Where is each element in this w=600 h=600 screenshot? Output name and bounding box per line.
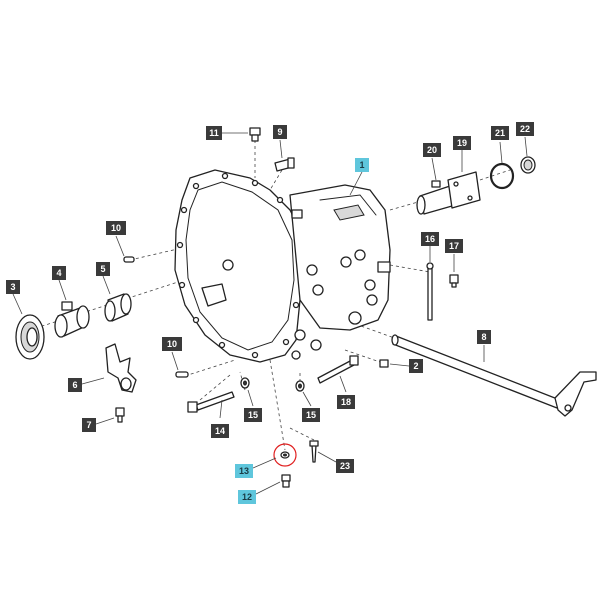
part-4-release-bearing — [54, 301, 90, 338]
svg-text:13: 13 — [239, 466, 249, 476]
callout-21: 21 — [491, 126, 509, 140]
svg-text:2: 2 — [413, 361, 418, 371]
callout-16: 16 — [421, 232, 439, 246]
part-15-washer-right — [295, 380, 305, 392]
svg-text:10: 10 — [167, 339, 177, 349]
part-19-cover — [416, 171, 481, 215]
svg-text:22: 22 — [520, 124, 530, 134]
callout-20: 20 — [423, 143, 441, 157]
part-5-sleeve — [104, 293, 132, 322]
part-13-o-ring — [273, 443, 297, 467]
svg-text:18: 18 — [341, 397, 351, 407]
svg-text:15: 15 — [248, 410, 258, 420]
svg-text:7: 7 — [86, 420, 91, 430]
part-14-bolt — [187, 391, 235, 413]
part-10-dowel-lower — [175, 371, 189, 378]
part-18-bolt — [317, 355, 359, 384]
part-22-seal — [520, 156, 536, 174]
part-20-stud — [431, 180, 441, 188]
callout-14: 14 — [211, 424, 229, 438]
callout-17: 17 — [445, 239, 463, 253]
callout-18: 18 — [337, 395, 355, 409]
callout-10-upper: 10 — [106, 221, 126, 235]
part-21-o-ring — [489, 162, 515, 190]
callout-7: 7 — [82, 418, 96, 432]
svg-text:8: 8 — [481, 332, 486, 342]
svg-text:3: 3 — [10, 282, 15, 292]
svg-text:23: 23 — [340, 461, 350, 471]
callout-8: 8 — [477, 330, 491, 344]
part-1-clutch-housing — [174, 169, 391, 363]
callout-15-right: 15 — [302, 408, 320, 422]
svg-text:20: 20 — [427, 145, 437, 155]
callout-5: 5 — [96, 262, 110, 276]
callout-13: 13 — [235, 464, 253, 478]
svg-text:5: 5 — [100, 264, 105, 274]
highlight-ring — [273, 443, 297, 467]
part-9-plug — [274, 157, 295, 172]
callout-15-left: 15 — [244, 408, 262, 422]
svg-text:10: 10 — [111, 223, 121, 233]
callout-pointers — [12, 132, 528, 495]
callout-3: 3 — [6, 280, 20, 294]
svg-text:4: 4 — [56, 268, 61, 278]
svg-text:6: 6 — [72, 380, 77, 390]
part-23-pin — [309, 440, 319, 463]
svg-text:19: 19 — [457, 138, 467, 148]
svg-text:1: 1 — [359, 160, 364, 170]
part-16-rod — [426, 262, 434, 321]
svg-text:15: 15 — [306, 410, 316, 420]
callout-2: 2 — [409, 359, 423, 373]
part-11-screw — [249, 127, 261, 142]
callout-22: 22 — [516, 122, 534, 136]
svg-text:14: 14 — [215, 426, 225, 436]
callout-12: 12 — [238, 490, 256, 504]
svg-text:12: 12 — [242, 492, 252, 502]
part-8-shift-shaft — [391, 334, 597, 417]
svg-text:11: 11 — [209, 128, 219, 138]
svg-text:9: 9 — [277, 127, 282, 137]
part-6-release-fork — [105, 343, 137, 393]
svg-text:16: 16 — [425, 234, 435, 244]
part-12-drain-plug — [281, 474, 291, 488]
callout-11: 11 — [206, 126, 222, 140]
part-7-bolt — [115, 407, 125, 423]
callout-10-lower: 10 — [162, 337, 182, 351]
part-10-dowel-upper — [123, 256, 135, 263]
part-2-bolt — [379, 359, 389, 368]
callout-9: 9 — [273, 125, 287, 139]
callout-labels: 1 2 3 4 5 6 7 8 — [6, 122, 534, 504]
callout-23: 23 — [336, 459, 354, 473]
part-3-oil-seal — [15, 314, 45, 360]
part-15-washer-left — [240, 377, 250, 389]
callout-19: 19 — [453, 136, 471, 150]
callout-4: 4 — [52, 266, 66, 280]
callout-1: 1 — [355, 158, 369, 172]
callout-6: 6 — [68, 378, 82, 392]
part-17-screw — [449, 274, 459, 288]
svg-text:21: 21 — [495, 128, 505, 138]
svg-text:17: 17 — [449, 241, 459, 251]
